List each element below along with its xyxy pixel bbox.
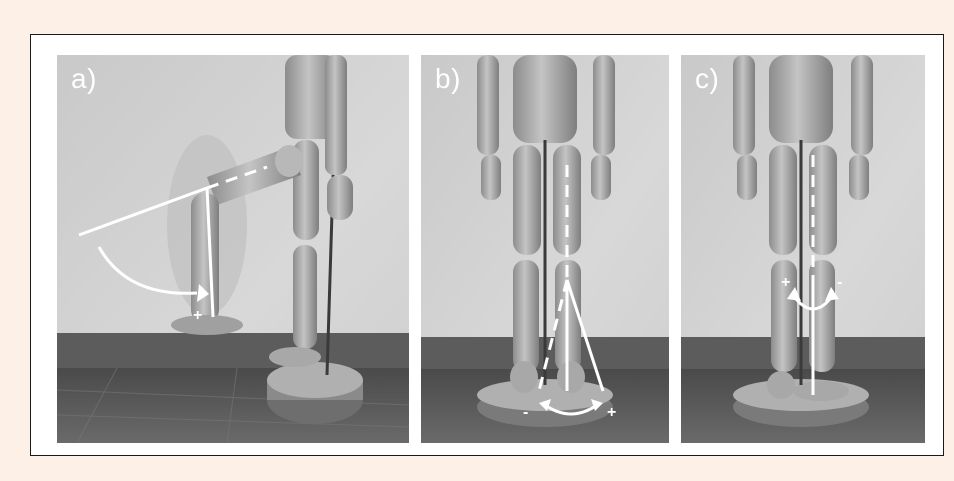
panel-a-photo: + xyxy=(57,55,409,443)
panel-c-photo: + - xyxy=(681,55,925,443)
panel-b: - + b) xyxy=(421,55,669,443)
panel-b-photo: - + xyxy=(421,55,669,443)
panel-b-sign-plus: + xyxy=(607,404,616,421)
panel-a-sign-plus: + xyxy=(193,307,202,324)
panel-b-sign-minus: - xyxy=(523,404,528,421)
panel-a: + a) xyxy=(57,55,409,443)
figure-frame: + a) xyxy=(30,34,944,456)
panel-a-label: a) xyxy=(71,63,97,95)
panel-b-label: b) xyxy=(435,63,461,95)
panel-c-sign-plus: + xyxy=(781,274,790,291)
panel-c-label: c) xyxy=(695,63,719,95)
panel-c: + - c) xyxy=(681,55,925,443)
panel-c-sign-minus: - xyxy=(837,274,842,291)
